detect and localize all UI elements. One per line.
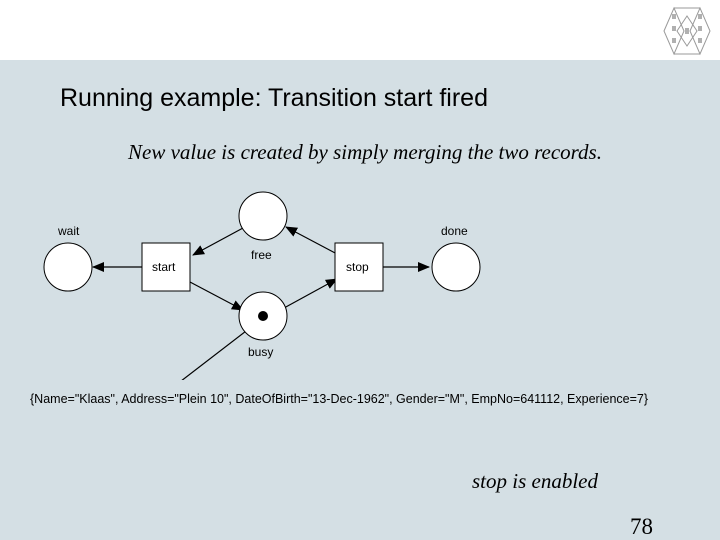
transition-stop-label: stop — [346, 260, 369, 274]
place-wait-label: wait — [57, 224, 80, 238]
slide-title: Running example: Transition start fired — [60, 84, 488, 112]
transition-start — [141, 242, 191, 292]
page-number: 78 — [630, 514, 653, 539]
university-logo-icon — [663, 6, 711, 56]
header-band — [0, 0, 720, 60]
place-done — [431, 242, 481, 292]
busy-token — [258, 311, 268, 321]
place-wait — [43, 242, 93, 292]
place-done-label: done — [441, 224, 468, 238]
place-free — [238, 191, 288, 241]
place-busy-label: busy — [248, 345, 273, 359]
slide-body — [0, 60, 720, 540]
arc-start-to-busy — [189, 281, 244, 311]
arc-stop-to-free — [285, 226, 338, 255]
petri-net-diagram: wait free busy done start stop — [43, 191, 481, 380]
enabled-note: stop is enabled — [472, 469, 598, 493]
transition-start-label: start — [152, 260, 176, 274]
token-value-pointer — [181, 320, 260, 380]
transition-stop — [334, 242, 384, 292]
place-free-label: free — [251, 248, 272, 262]
arc-busy-to-stop — [283, 278, 338, 309]
arc-free-to-start — [192, 227, 244, 256]
slide-subtitle: New value is created by simply merging t… — [128, 140, 602, 164]
token-value-record: {Name="Klaas", Address="Plein 10", DateO… — [30, 392, 649, 406]
